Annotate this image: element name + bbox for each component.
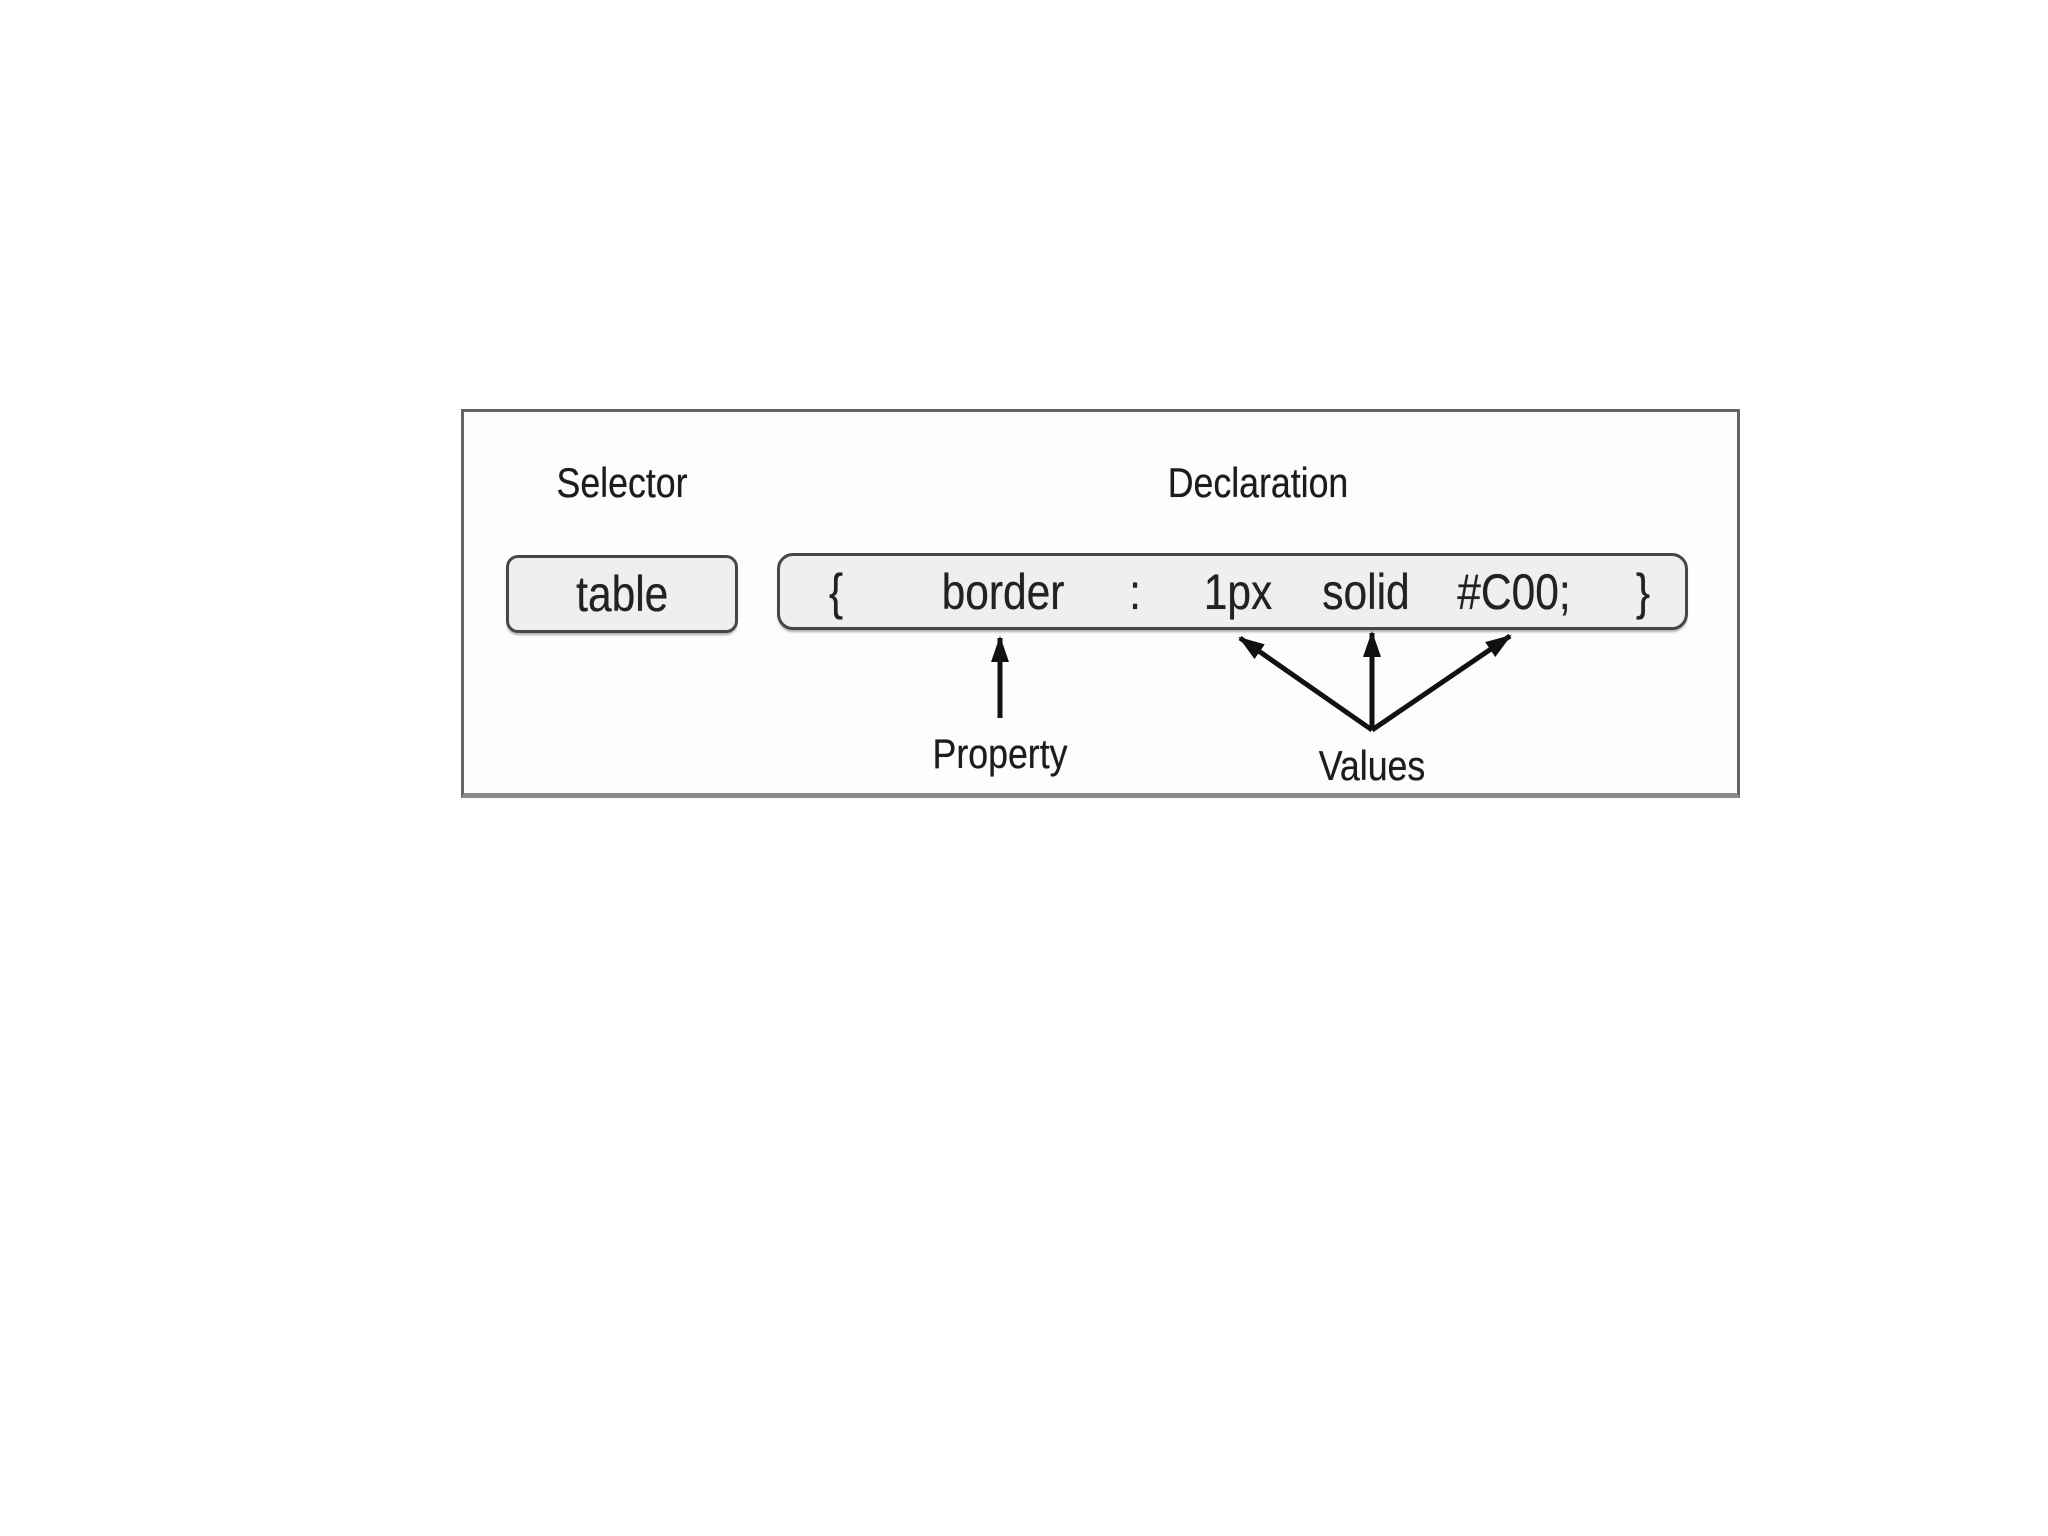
selector-box: table [506, 555, 738, 633]
declaration-box: { border : 1px solid #C00; } [777, 553, 1688, 630]
token-property: border [941, 563, 1065, 620]
selector-label: Selector [556, 459, 688, 506]
values-arrow-left [1238, 635, 1374, 733]
token-value-color: #C00; [1457, 563, 1571, 620]
values-label: Values [1318, 742, 1426, 789]
token-open-brace: { [828, 563, 844, 620]
declaration-label: Declaration [1167, 459, 1349, 506]
property-label: Property [932, 730, 1068, 777]
token-value-style: solid [1322, 563, 1410, 620]
token-value-width: 1px [1203, 563, 1273, 620]
values-arrow-right [1370, 633, 1512, 733]
selector-box-text: table [575, 566, 669, 622]
css-rule-anatomy-diagram: Selector Declaration table { border : 1p… [461, 409, 1740, 798]
token-colon: : [1129, 563, 1141, 620]
token-close-brace: } [1635, 563, 1651, 620]
